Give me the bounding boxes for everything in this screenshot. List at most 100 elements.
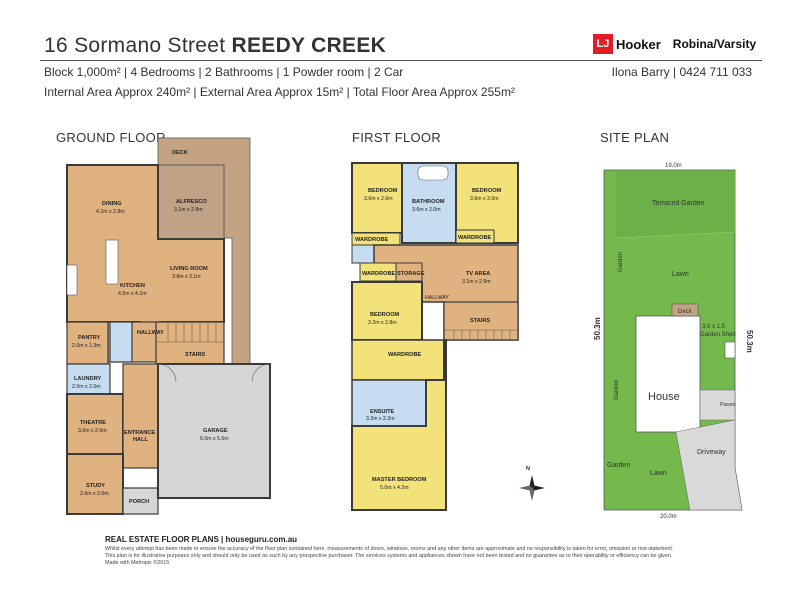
ground-floor-heading: GROUND FLOOR [56,130,166,145]
pantry-dimensions: 2.0m x 1.3m [72,343,101,349]
bottom-garden-label: Garden [607,462,630,469]
pantry-label: PANTRY [78,335,101,341]
kitchen-bench [66,264,78,296]
first-floor-heading: FIRST FLOOR [352,130,442,145]
top-lawn-label: Lawn [672,271,689,278]
bath-tub [417,165,449,181]
entrance-hall-area [122,363,159,469]
logo-office: Robina/Varsity [672,37,757,51]
agent-contact: Ilona Barry | 0424 711 033 [611,65,752,79]
terraced-garden-label: Terraced Garden [652,200,705,207]
bedroom-2-dimensions: 3.6m x 3.0m [470,196,499,202]
compass-north-label: N [526,466,530,472]
bedroom-3-label: BEDROOM [370,312,400,318]
first-toilet [351,244,375,264]
bedroom-3-dimensions: 3.2m x 2.8m [368,320,397,326]
left-garden-label: Garden [618,252,624,272]
mid-garden-label: Garden [614,380,620,400]
bedroom-1-dimensions: 3.6m x 2.6m [364,196,393,202]
site-top-dimension: 19.0m [665,163,682,169]
garage-label: GARAGE [203,428,228,434]
address-title: 16 Sormano Street REEDY CREEK [44,34,386,58]
disclaimer-line2: This plan is for illustrative purposes o… [105,553,673,559]
site-deck-label: Deck [678,309,693,315]
hallway-label: HALLWAY [137,330,164,336]
living-room-dimensions: 3.8m x 3.1m [172,274,201,280]
floorplan-brand: REAL ESTATE FLOOR PLANS | houseguru.com.… [105,535,298,544]
dining-dimensions: 4.1m x 2.8m [96,209,125,215]
first-hallway-label: HALLWAY [425,295,449,301]
study-dimensions: 2.6m x 2.6m [80,491,109,497]
bedroom-1-wardrobe-label: WARDROBE [355,237,389,243]
laundry-label: LAUNDRY [74,376,101,382]
deck-label: DECK [172,150,188,156]
bedroom-2-label: BEDROOM [472,188,502,194]
shed-dimensions: 3.0 x 1.5 [702,324,726,330]
porch-label: PORCH [129,499,149,505]
ground-stairs-label: STAIRS [185,352,205,358]
master-bedroom-dimensions: 5.0m x 4.2m [380,485,409,491]
driveway-label: Driveway [697,449,726,456]
property-summary: Block 1,000m² | 4 Bedrooms | 2 Bathrooms… [44,65,404,79]
ground-floor-plan: DECK ALFRESCO 3.1m x 2.8m DINING 4.1m x … [66,137,271,515]
bedroom-2-wardrobe [455,229,495,244]
logo-mark: LJ [593,34,613,54]
area-summary: Internal Area Approx 240m² | External Ar… [44,85,515,99]
site-right-dimension: 50.3m [745,330,754,353]
living-room-label: LIVING ROOM [170,266,208,272]
address-street: 16 Sormano Street [44,34,226,57]
site-bottom-dimension: 20.0m [660,514,677,520]
site-left-dimension: 50.3m [593,317,602,340]
bathroom-label: BATHROOM [412,199,445,205]
site-deck [671,303,699,317]
garage-door-arc [157,363,271,383]
porch-area [122,487,159,515]
first-stairs-label: STAIRS [470,318,490,324]
master-bedroom-area [351,339,447,511]
kitchen-dimensions: 4.5m x 4.1m [118,291,147,297]
compass-rose [519,475,545,501]
ensuite-label: ENSUITE [370,409,395,415]
kitchen-label: KITCHEN [120,283,145,289]
garden-shed [724,341,736,359]
driveway-area [675,419,743,511]
bedroom-1-label: BEDROOM [368,188,398,194]
master-wardrobe-label: WARDROBE [388,352,422,358]
study-label: STUDY [86,483,105,489]
hall-wardrobe-label: WARDROBE [362,271,396,277]
agency-logo: LJ Hooker Robina/Varsity [593,34,756,54]
theatre-label: THEATRE [80,420,106,426]
first-stairs-area [443,301,519,341]
tv-area-dimensions: 3.1m x 2.9m [462,279,491,285]
alfresco-label: ALFRESCO [176,199,207,205]
bedroom-3-area [351,281,423,341]
disclaimer-line1: Whilst every attempt has been made to en… [105,546,674,552]
garage-dimensions: 6.0m x 5.6m [200,436,229,442]
study-area [66,453,124,515]
ground-stairs-area [155,321,225,365]
entrance-label-line2: HALL [133,437,148,443]
laundry-area [66,363,111,395]
house-label: House [648,391,680,403]
disclaimer-line3: Made with Metropix ©2015 [105,560,170,566]
site-plan-heading: SITE PLAN [600,130,670,145]
master-wardrobe [351,339,445,381]
site-plan: 19.0m 20.0m 50.3m 50.3m Terraced Garden … [593,163,754,520]
bathroom-dimensions: 3.6m x 2.0m [412,207,441,213]
ensuite-dimensions: 3.2m x 2.2m [366,416,395,422]
laundry-dimensions: 2.0m x 2.0m [72,384,101,390]
terraced-garden-area [616,172,735,238]
header-divider [40,60,762,61]
storage-label: STORAGE [397,271,425,277]
house-footprint [635,315,701,433]
alfresco-dimensions: 3.1m x 2.8m [174,207,203,213]
logo-name: Hooker [616,36,661,52]
master-bedroom-label: MASTER BEDROOM [372,477,427,483]
pantry-area [66,321,109,365]
kitchen-island [105,239,119,285]
bottom-lawn-label: Lawn [650,470,667,477]
theatre-dimensions: 3.0m x 2.6m [78,428,107,434]
bedroom-2-wardrobe-label: WARDROBE [458,235,492,241]
garage-area [157,363,271,499]
